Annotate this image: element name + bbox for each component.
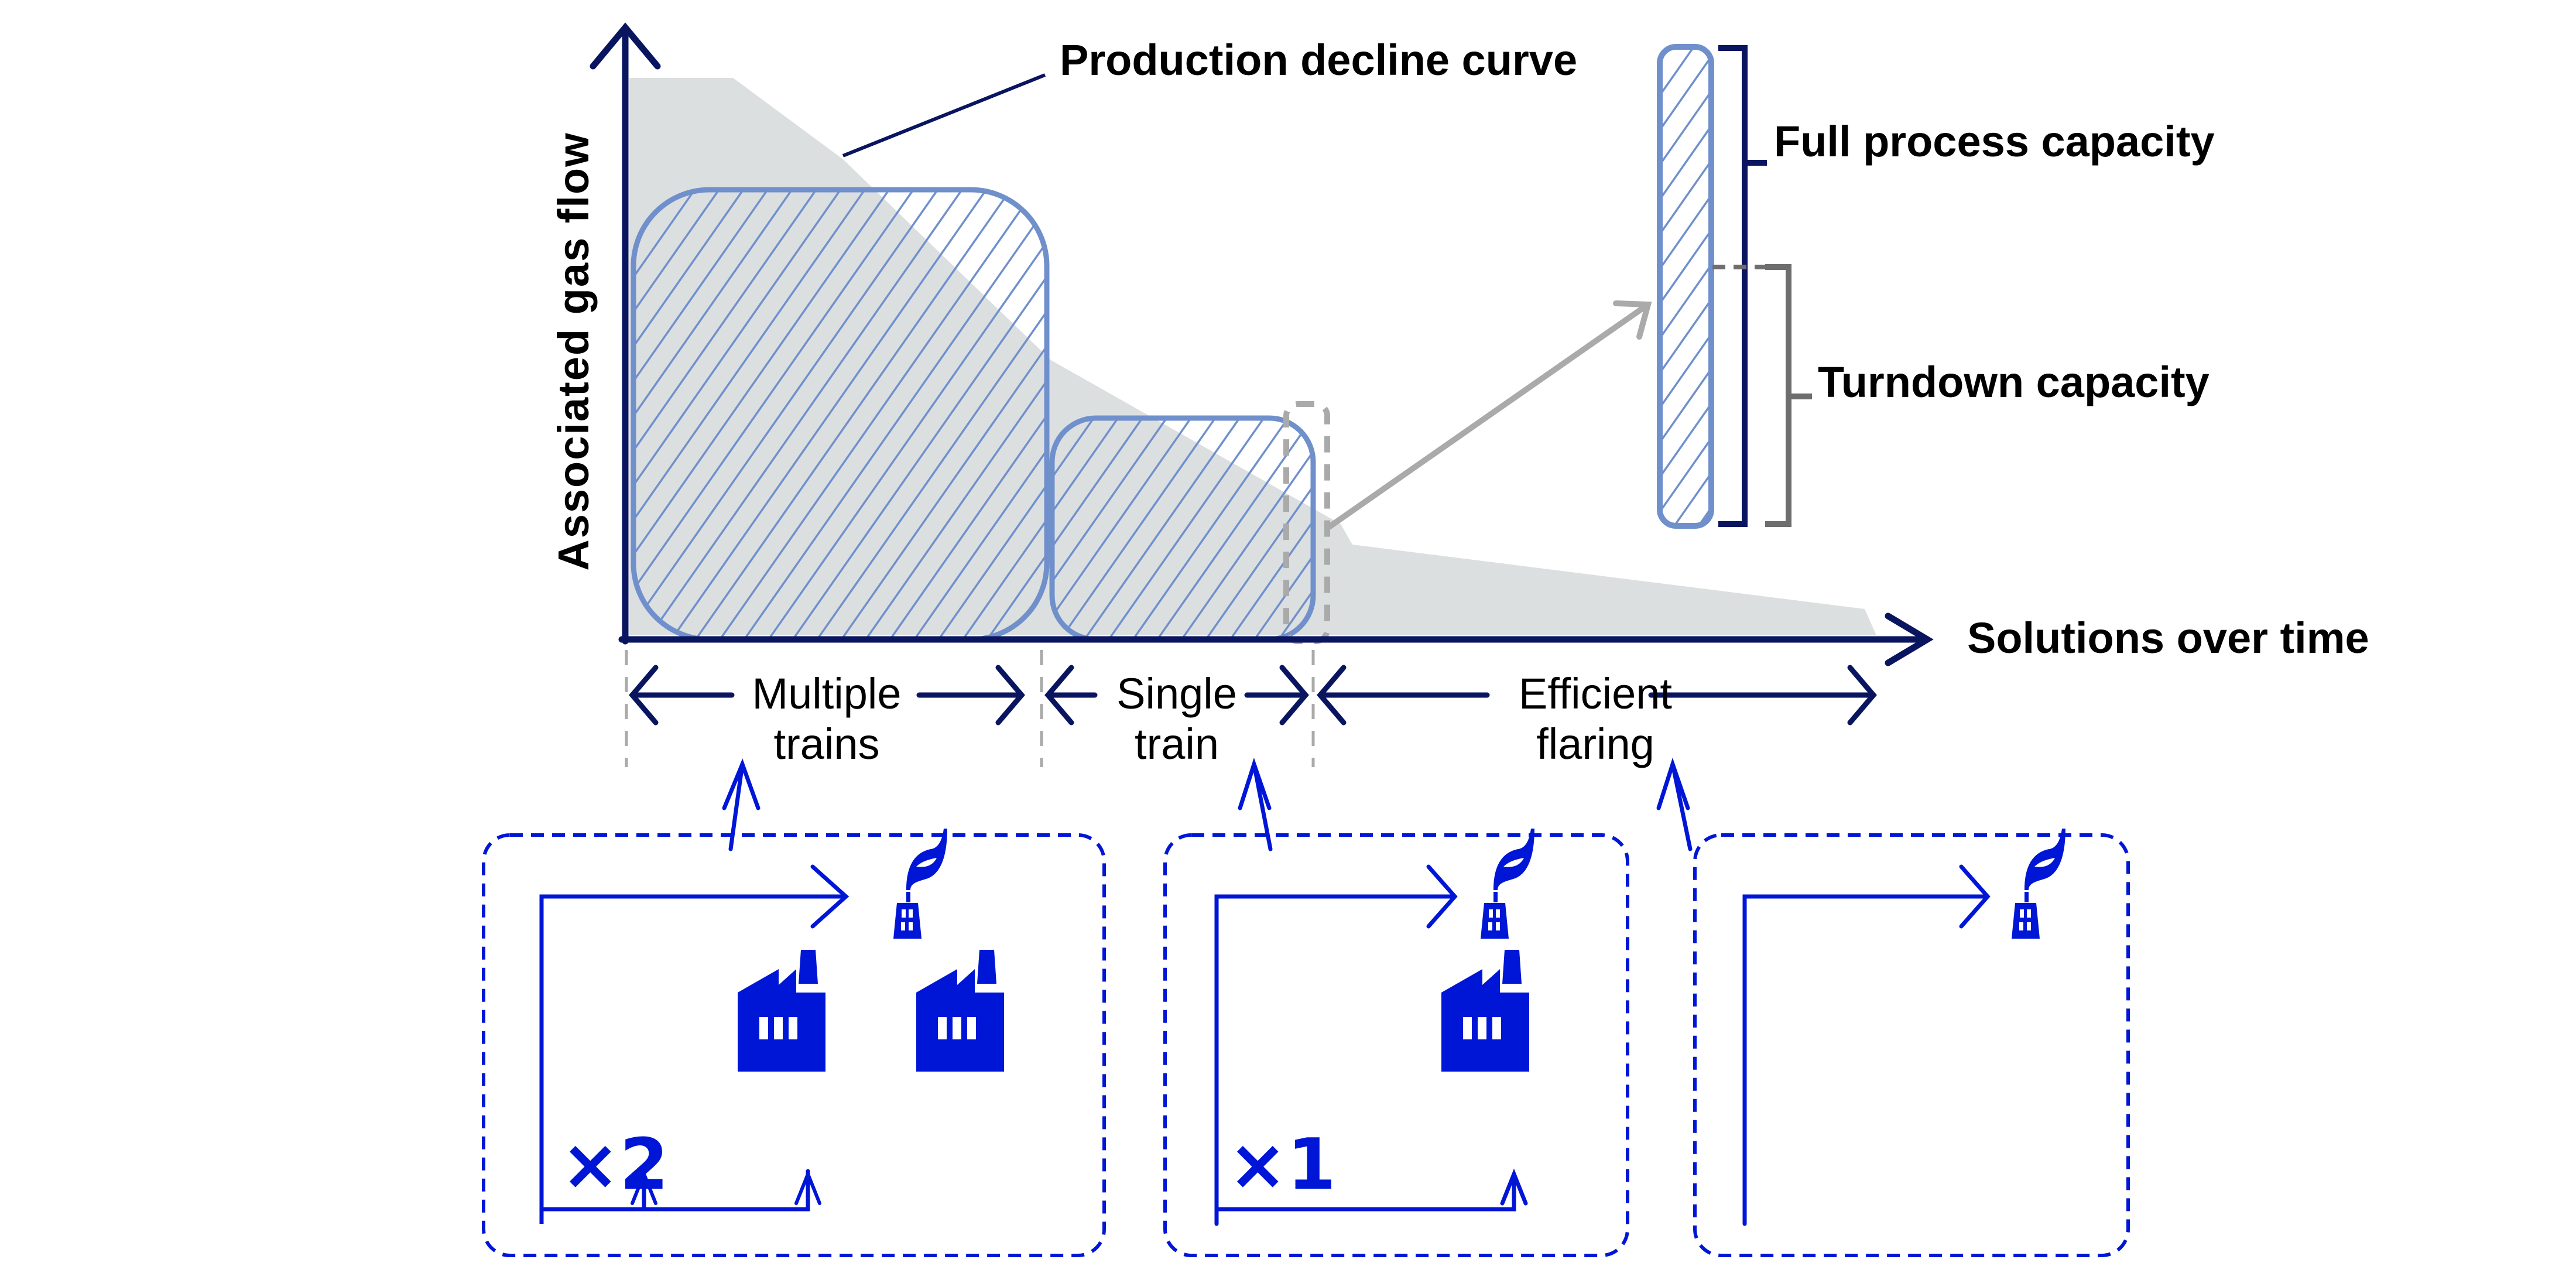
multiple-trains-capacity-box [631, 187, 1050, 642]
solution-box-single-train: ×1 [1163, 829, 1629, 1257]
y-axis [590, 22, 661, 645]
flare-stack-icon [1481, 829, 1534, 939]
phase-separators [625, 650, 1315, 767]
turndown-capacity-label: Turndown capacity [1818, 358, 2210, 406]
decline-curve-pointer [842, 73, 1046, 158]
turndown-capacity-bracket [1712, 264, 1812, 527]
decline-curve-label: Production decline curve [1060, 36, 1577, 84]
flare-stack-icon [2012, 829, 2065, 939]
multiplier-label: ×1 [1228, 1124, 1336, 1206]
solution-box-efficient-flaring [1693, 829, 2130, 1257]
single-train-capacity-box [1049, 415, 1316, 642]
factory-icon [916, 950, 1004, 1072]
box-pointer-arrows [722, 757, 1693, 851]
x-axis-label: Solutions over time [1967, 614, 2369, 662]
flare-stack-icon [893, 829, 947, 939]
capacity-bar [1657, 44, 1714, 529]
flare-capacity-dashed-box [1283, 401, 1330, 644]
solution-box-multiple-trains: ×2 [482, 829, 1106, 1257]
phase-label-single-train: Single train [1116, 669, 1237, 768]
phase-label-efficient-flaring: Efficient flaring [1519, 669, 1672, 768]
phase-label-multiple-trains: Multiple trains [752, 669, 902, 768]
factory-icon [1441, 950, 1529, 1072]
svg-text:Efficient: Efficient [1519, 669, 1672, 718]
factory-icon [738, 950, 825, 1072]
phase-arrows [629, 665, 1877, 726]
full-capacity-label: Full process capacity [1774, 117, 2215, 166]
svg-text:Single: Single [1116, 669, 1237, 718]
svg-text:Multiple: Multiple [752, 669, 902, 718]
multiplier-label: ×2 [561, 1124, 669, 1206]
svg-text:trains: trains [774, 720, 880, 768]
full-capacity-bracket [1718, 45, 1767, 527]
svg-text:flaring: flaring [1536, 720, 1654, 768]
zoom-arrow [1326, 300, 1652, 530]
svg-text:train: train [1135, 720, 1219, 768]
x-axis [618, 613, 1934, 666]
y-axis-label: Associated gas flow [549, 132, 598, 570]
